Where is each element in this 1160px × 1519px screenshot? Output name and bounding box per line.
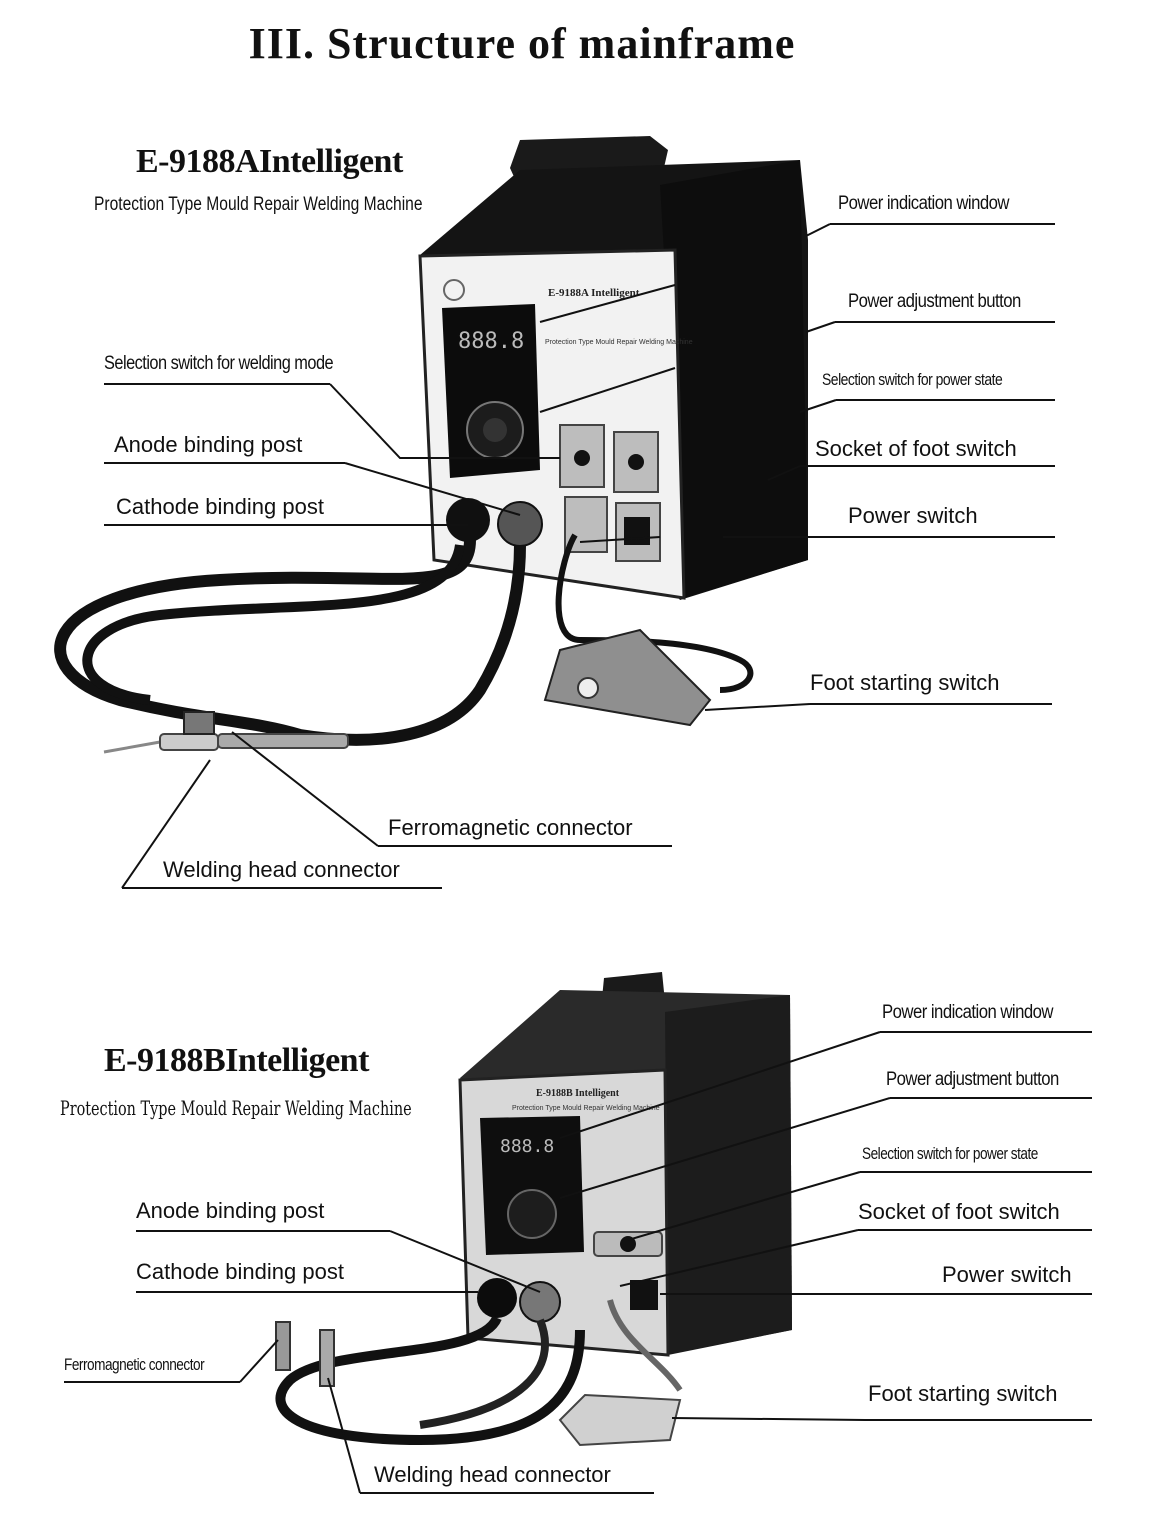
machine-b-panel-text: E-9188B Intelligent — [536, 1088, 620, 1099]
page-title: III. Structure of mainframe — [248, 19, 796, 68]
label-ferromagnetic-connector-b: Ferromagnetic connector — [64, 1355, 205, 1374]
label-selection-switch-power-state-b: Selection switch for power state — [862, 1144, 1038, 1163]
label-selection-switch-power-state-a: Selection switch for power state — [822, 370, 1003, 389]
machine-b-subtitle: Protection Type Mould Repair Welding Mac… — [60, 1096, 412, 1120]
label-foot-starting-switch-b: Foot starting switch — [868, 1381, 1058, 1406]
machine-b-panel-subtext: Protection Type Mould Repair Welding Mac… — [512, 1105, 660, 1112]
label-power-indication-window-b: Power indication window — [882, 1002, 1053, 1023]
label-power-switch-a: Power switch — [848, 503, 978, 528]
label-cathode-binding-post-a: Cathode binding post — [116, 494, 324, 519]
label-socket-foot-switch-a: Socket of foot switch — [815, 436, 1017, 461]
label-power-switch-b: Power switch — [942, 1262, 1072, 1287]
label-ferromagnetic-connector-a: Ferromagnetic connector — [388, 815, 633, 840]
machine-b-illustration: E-9188B Intelligent Protection Type Moul… — [275, 972, 792, 1447]
machine-a-panel-subtext: Protection Type Mould Repair Welding Mac… — [545, 339, 693, 346]
machine-a-model-title: E-9188AIntelligent — [136, 143, 403, 180]
machine-b-model-title: E-9188BIntelligent — [104, 1042, 369, 1079]
machine-a-panel-text: E-9188A Intelligent — [548, 287, 640, 299]
label-cathode-binding-post-b: Cathode binding post — [136, 1259, 344, 1284]
label-selection-switch-welding-mode-a: Selection switch for welding mode — [104, 353, 334, 374]
label-power-indication-window-a: Power indication window — [838, 193, 1009, 214]
machine-a-leader-lines — [104, 223, 1055, 889]
machine-b-display: 888.8 — [500, 1136, 554, 1157]
machine-b-leader-lines — [64, 1031, 1092, 1494]
label-anode-binding-post-a: Anode binding post — [114, 432, 303, 457]
label-anode-binding-post-b: Anode binding post — [136, 1198, 325, 1223]
label-socket-foot-switch-b: Socket of foot switch — [858, 1199, 1060, 1224]
label-welding-head-connector-b: Welding head connector — [374, 1462, 611, 1487]
label-power-adjustment-button-b: Power adjustment button — [886, 1069, 1059, 1090]
label-welding-head-connector-a: Welding head connector — [163, 857, 400, 882]
label-power-adjustment-button-a: Power adjustment button — [848, 291, 1021, 312]
machine-a-display: 888.8 — [458, 329, 524, 354]
machine-a-subtitle: Protection Type Mould Repair Welding Mac… — [94, 194, 423, 215]
label-foot-starting-switch-a: Foot starting switch — [810, 670, 1000, 695]
